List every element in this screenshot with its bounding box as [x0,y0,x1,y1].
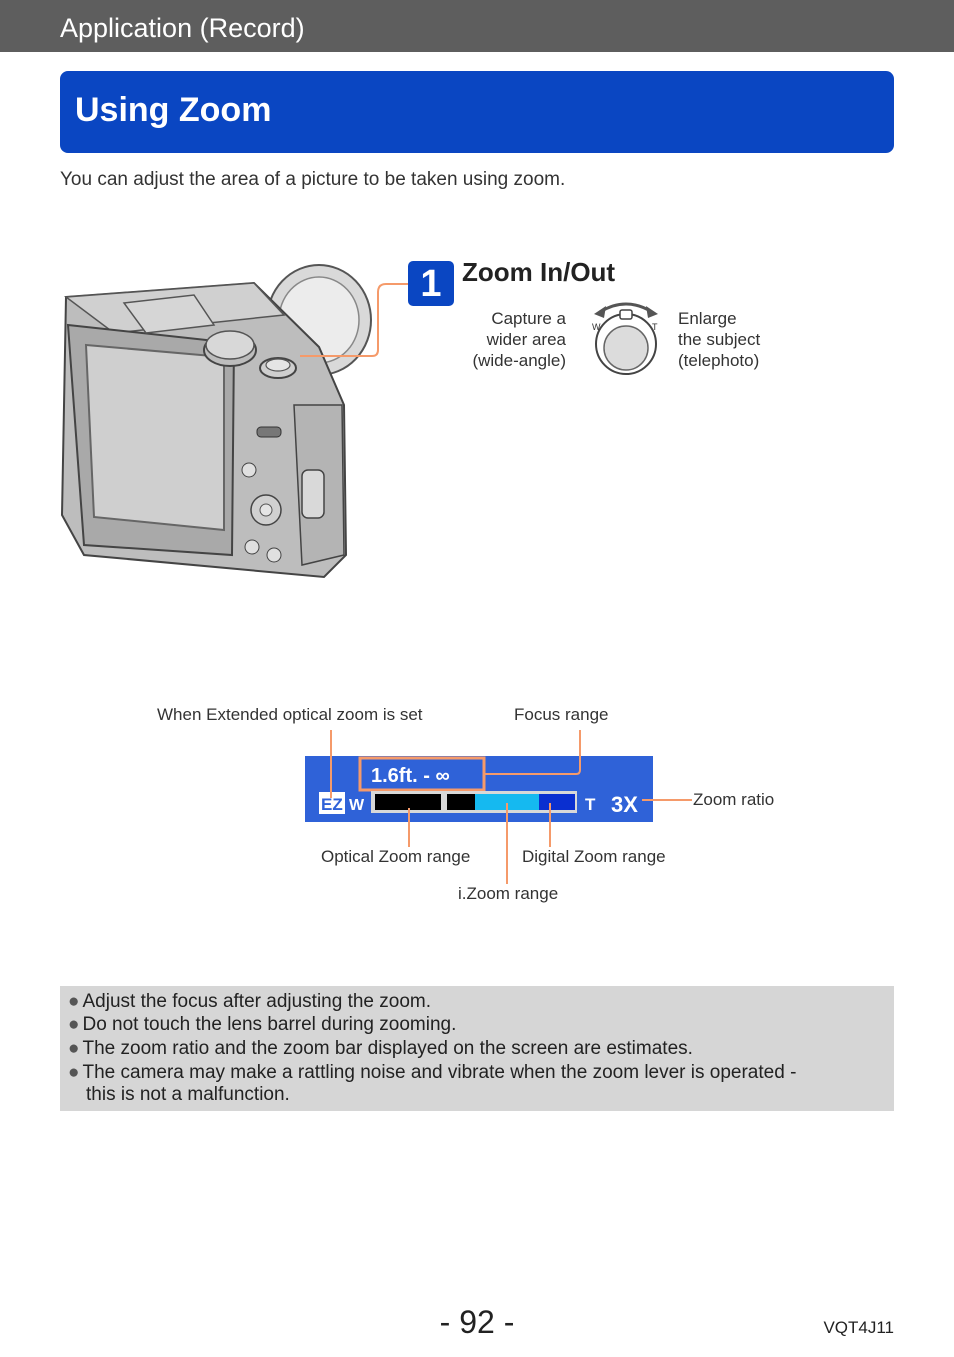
step-number-badge: 1 [408,261,454,306]
digital-zoom-label: Digital Zoom range [522,847,666,866]
izoom-label: i.Zoom range [458,884,559,903]
zoom-ratio-label: Zoom ratio [693,790,775,809]
page-number: - 92 - [439,1304,515,1340]
note-item: ●Do not touch the lens barrel during zoo… [68,1014,457,1035]
step-number: 1 [420,263,442,305]
focus-range-label: Focus range [514,705,609,724]
optical-zoom-label: Optical Zoom range [321,847,471,866]
zoom-ratio-value: 3X [611,792,638,817]
wide-indicator: W [349,797,365,814]
zoom-lever-icon: W T [592,302,658,375]
notes-box: ●Adjust the focus after adjusting the zo… [60,986,894,1111]
zoom-bar-display: 1.6ft. - ∞ EZ W T 3X [305,756,653,822]
wide-angle-caption: Capture a wider area (wide-angle) [472,309,566,370]
tele-indicator: T [585,795,596,814]
lever-t-label: T [652,322,658,332]
intro-text: You can adjust the area of a picture to … [60,169,566,190]
section-title: Application (Record) [60,13,305,43]
page-title: Using Zoom [75,91,272,129]
note-item: ●The zoom ratio and the zoom bar display… [68,1038,693,1059]
telephoto-caption: Enlarge the subject (telephoto) [678,309,761,370]
ez-indicator: EZ [321,795,343,814]
ez-label: When Extended optical zoom is set [157,705,423,724]
section-header: Application (Record) [0,0,954,52]
document-code: VQT4J11 [823,1318,894,1337]
focus-range-value: 1.6ft. - ∞ [371,765,450,787]
note-item: ●The camera may make a rattling noise an… [68,1062,797,1083]
step-heading: Zoom In/Out [462,257,616,287]
camera-illustration [60,264,372,579]
lever-w-label: W [592,322,601,332]
note-continuation: this is not a malfunction. [86,1084,290,1105]
note-item: ●Adjust the focus after adjusting the zo… [68,991,432,1012]
title-banner: Using Zoom [60,71,894,153]
